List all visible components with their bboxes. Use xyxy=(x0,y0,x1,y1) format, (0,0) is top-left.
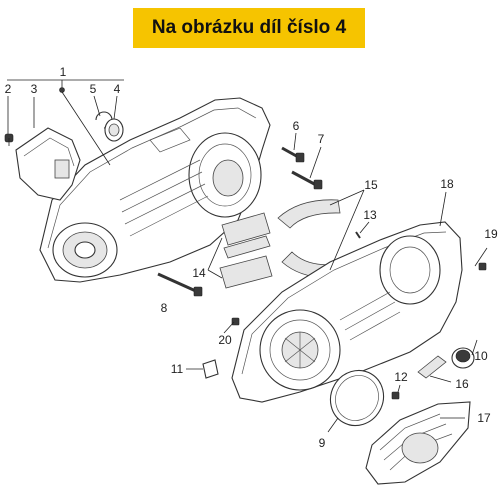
callout-9: 9 xyxy=(319,436,326,450)
screw-part-12 xyxy=(391,391,400,400)
strip-part-16 xyxy=(417,355,447,379)
foam-blocks-part-14 xyxy=(219,212,273,289)
screw-part-19 xyxy=(478,262,487,271)
bolt-part-6 xyxy=(281,146,305,163)
title-banner: Na obrázku díl číslo 4 xyxy=(133,8,365,48)
callout-15: 15 xyxy=(364,178,378,192)
clip-part-11 xyxy=(202,359,219,379)
cap-part-10 xyxy=(451,347,475,369)
callout-10: 10 xyxy=(474,349,488,363)
callout-19: 19 xyxy=(484,227,498,241)
title-text: Na obrázku díl číslo 4 xyxy=(151,17,347,38)
callout-3: 3 xyxy=(31,82,38,96)
callout-4: 4 xyxy=(114,82,121,96)
bracket-part-3 xyxy=(15,127,81,201)
callout-8: 8 xyxy=(161,301,168,315)
long-bolt-part-8 xyxy=(157,272,203,297)
callout-7: 7 xyxy=(318,132,325,146)
callout-16: 16 xyxy=(455,377,469,391)
callout-13: 13 xyxy=(363,208,377,222)
callout-11: 11 xyxy=(171,362,184,376)
gasket-part-9 xyxy=(329,369,385,427)
screw-part-20 xyxy=(231,317,240,326)
callout-6: 6 xyxy=(293,119,300,133)
callout-17: 17 xyxy=(477,411,491,425)
pin-part-13 xyxy=(355,231,361,239)
callout-1: 1 xyxy=(60,65,67,79)
left-transmission-cover xyxy=(39,97,271,283)
callout-2: 2 xyxy=(5,82,12,96)
shield-part-17 xyxy=(365,401,471,485)
callout-20: 20 xyxy=(218,333,232,347)
callout-labels: 1 2 3 4 5 6 7 8 9 10 11 12 13 14 15 16 1… xyxy=(5,65,498,450)
callout-5: 5 xyxy=(90,82,97,96)
bearing-part-4 xyxy=(104,118,124,142)
right-outer-cover xyxy=(231,221,463,403)
callout-18: 18 xyxy=(440,177,454,191)
callout-12: 12 xyxy=(394,370,408,384)
leader-lines xyxy=(7,79,488,433)
screw-part-2 xyxy=(4,133,14,146)
bolt-part-7 xyxy=(291,170,323,190)
callout-14: 14 xyxy=(192,266,206,280)
